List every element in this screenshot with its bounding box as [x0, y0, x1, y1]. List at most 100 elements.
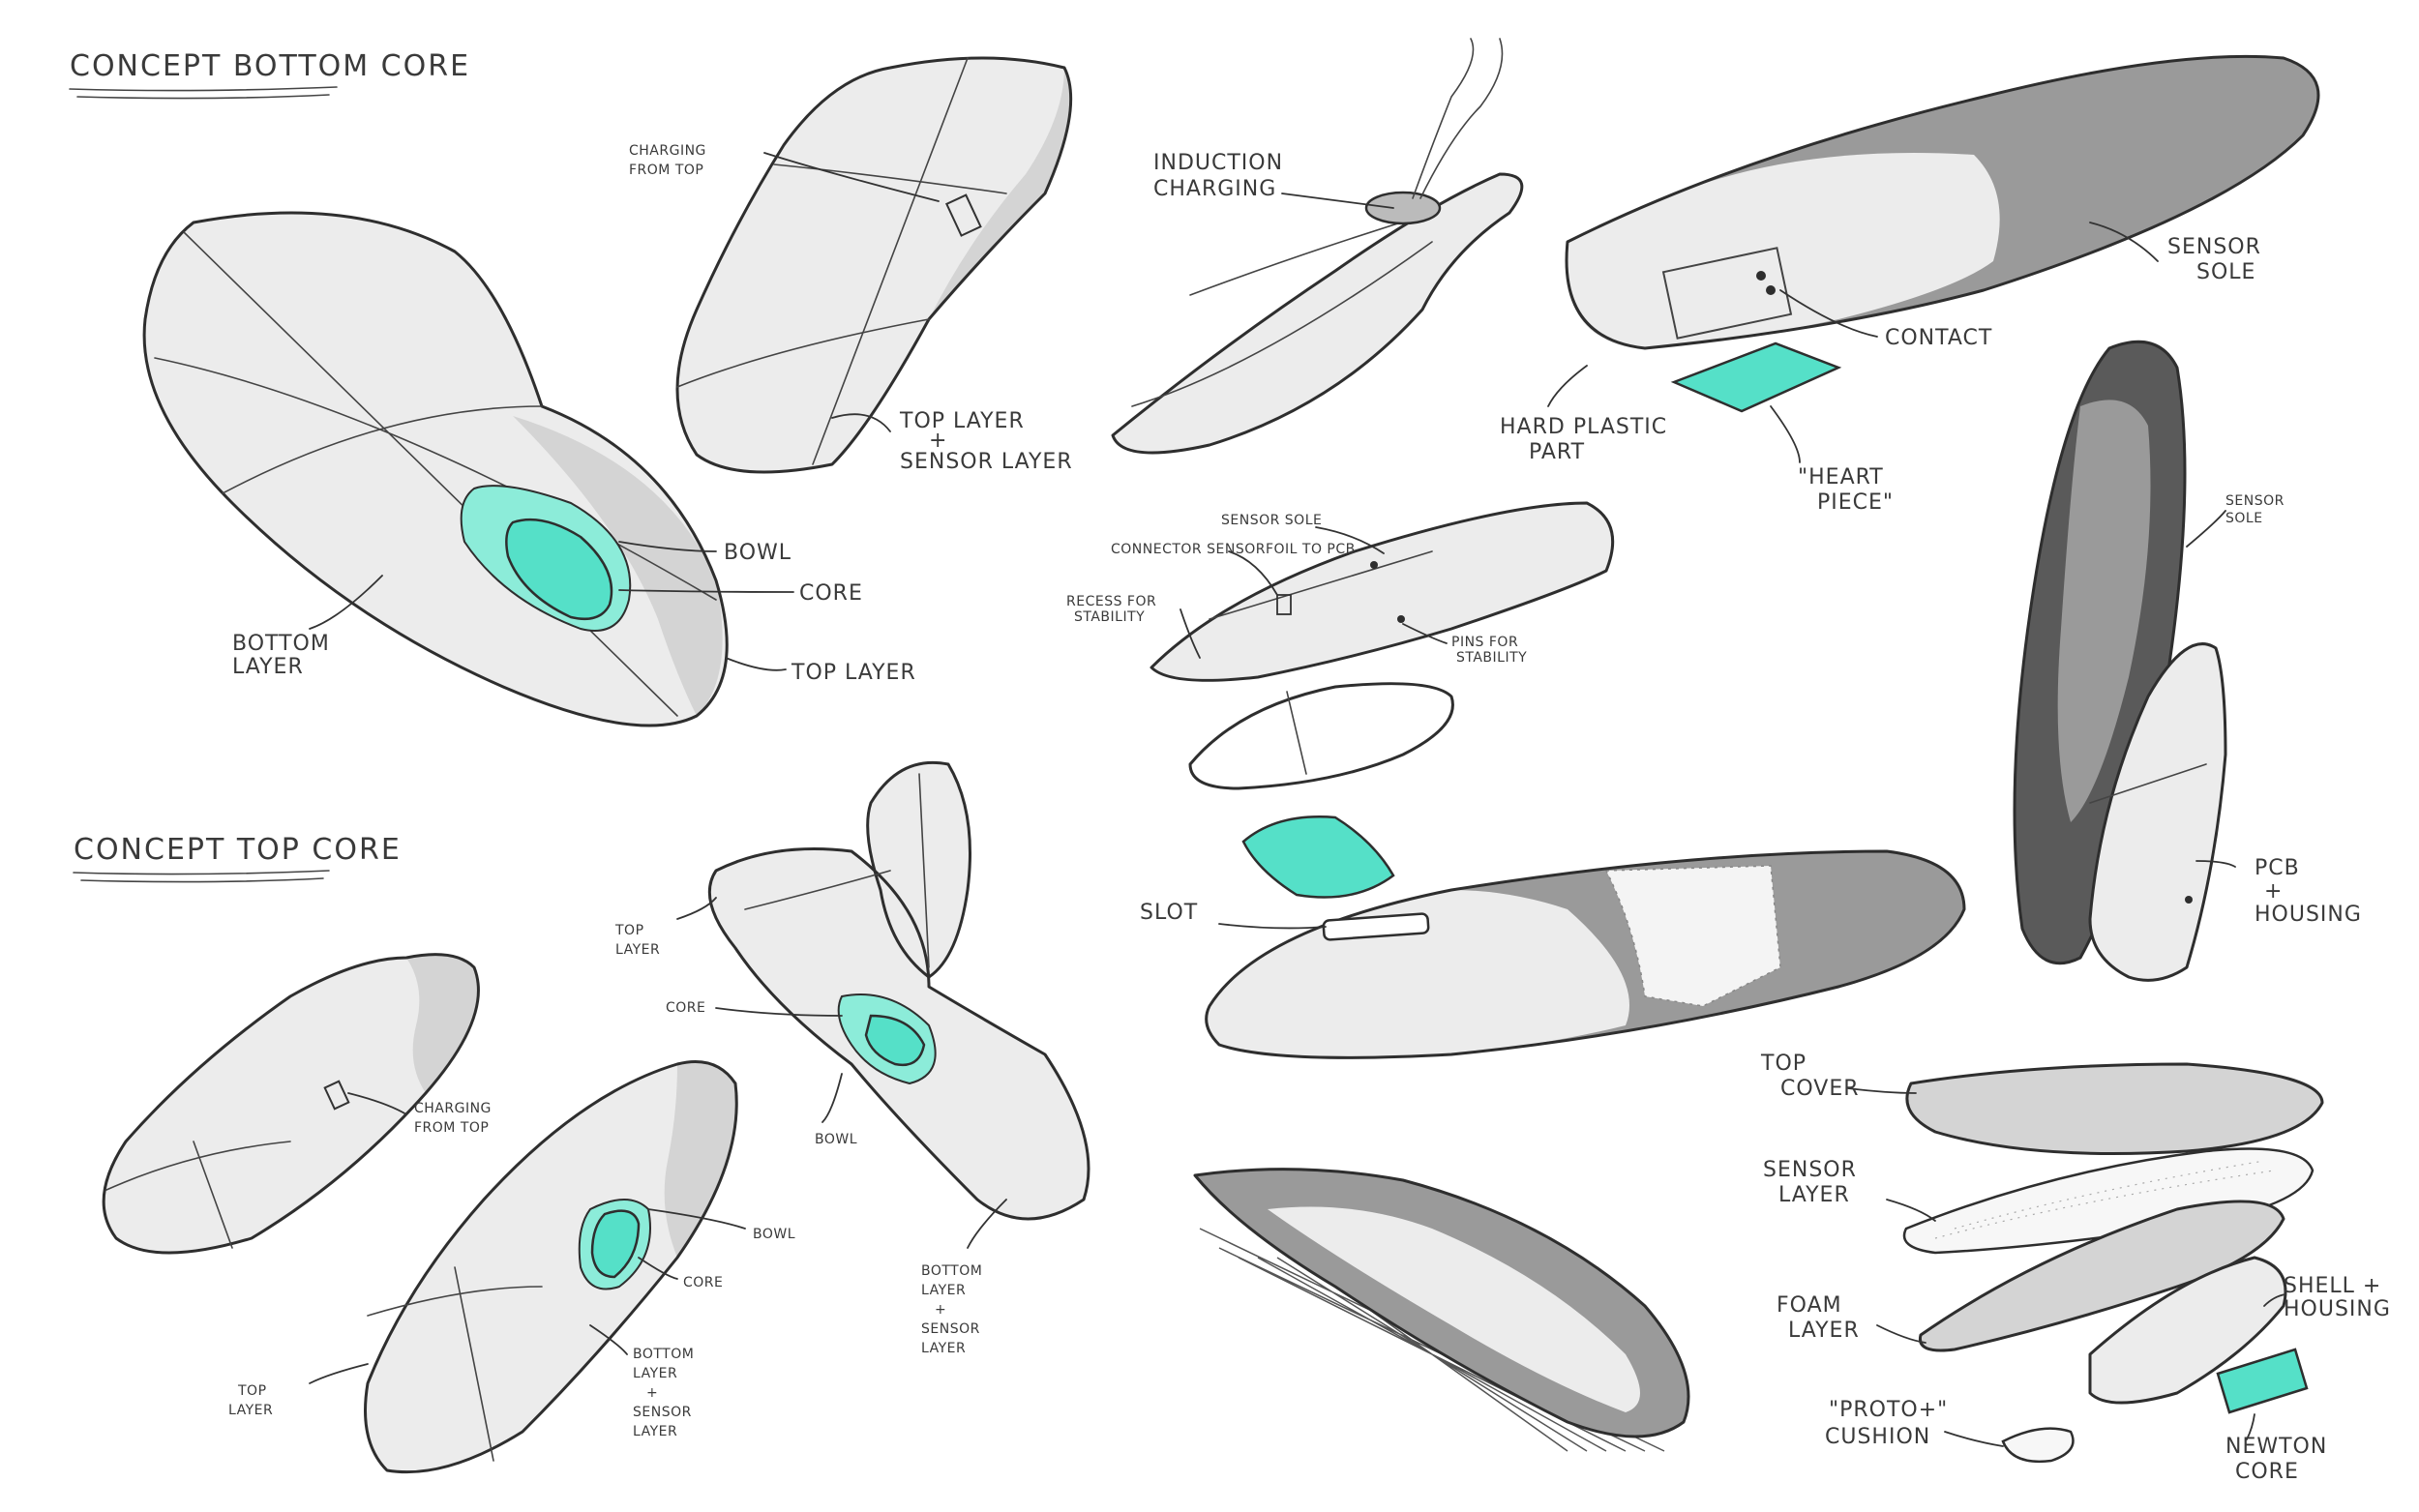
svg-text:SENSOR: SENSOR [1763, 1158, 1857, 1182]
label-top-layer-2: TOP LAYER [614, 923, 660, 958]
svg-text:LAYER: LAYER [633, 1424, 677, 1439]
svg-text:BOTTOM: BOTTOM [633, 1347, 694, 1362]
svg-text:HOUSING: HOUSING [2255, 903, 2362, 927]
slot-insole-sketch [1205, 815, 1966, 1059]
exploded-small-insole-sketch [1150, 501, 1615, 790]
label-induction-charging: INDUCTION CHARGING [1153, 151, 1282, 201]
svg-text:HOUSING: HOUSING [2284, 1297, 2391, 1321]
label-top-layer-sensor-layer: TOP LAYER + SENSOR LAYER [899, 409, 1073, 474]
svg-text:FOAM: FOAM [1777, 1293, 1842, 1318]
svg-text:SENSOR LAYER: SENSOR LAYER [900, 450, 1073, 474]
insole-top-core-sketch [364, 1060, 738, 1474]
label-sensor-sole-1: SENSOR SOLE [2167, 235, 2261, 284]
label-proto-cushion: "PROTO+" CUSHION [1825, 1398, 1948, 1449]
svg-text:SOLE: SOLE [2196, 260, 2255, 284]
label-slot: SLOT [1140, 901, 1198, 925]
svg-text:BOTTOM: BOTTOM [921, 1263, 982, 1279]
label-bottom-sensor-layer-2: BOTTOM LAYER + SENSOR LAYER [921, 1263, 982, 1356]
svg-text:COVER: COVER [1780, 1077, 1860, 1101]
svg-text:STABILITY: STABILITY [1074, 609, 1145, 625]
svg-text:LAYER: LAYER [633, 1366, 677, 1381]
opened-layered-insole-sketch [707, 760, 1090, 1221]
label-top-layer-1: TOP LAYER [791, 661, 916, 685]
label-hard-plastic-part: HARD PLASTIC PART [1500, 415, 1667, 464]
svg-text:+: + [929, 429, 947, 453]
label-bowl-1: BOWL [724, 541, 791, 565]
insole-bottom-core-sketch [142, 211, 729, 727]
svg-text:HARD PLASTIC: HARD PLASTIC [1500, 415, 1667, 439]
insole-top-core-small-sketch [102, 953, 480, 1255]
label-bowl-3: BOWL [753, 1227, 795, 1242]
svg-text:SOLE: SOLE [2225, 511, 2263, 526]
svg-text:PART: PART [1529, 440, 1585, 464]
insole-top-layer-sketch [675, 56, 1073, 474]
svg-text:CHARGING: CHARGING [629, 143, 706, 159]
label-charging-from-top-1: CHARGING FROM TOP [629, 143, 706, 178]
svg-text:+: + [935, 1302, 946, 1318]
label-top-cover: TOP COVER [1760, 1052, 1860, 1101]
svg-text:TOP LAYER: TOP LAYER [899, 409, 1025, 433]
svg-text:FROM TOP: FROM TOP [629, 163, 703, 178]
svg-text:CONCEPT BOTTOM CORE: CONCEPT BOTTOM CORE [70, 49, 470, 83]
heading-concept-bottom-core: CONCEPT BOTTOM CORE [69, 49, 470, 100]
label-pcb-housing: PCB + HOUSING [2255, 856, 2362, 927]
svg-text:TOP: TOP [1760, 1052, 1807, 1076]
svg-text:CUSHION: CUSHION [1825, 1425, 1930, 1449]
exploded-layer-stack-sketch [1902, 1062, 2324, 1464]
label-sensor-sole-3: SENSOR SOLE [2225, 493, 2285, 526]
svg-text:CORE: CORE [2235, 1460, 2299, 1484]
label-shell-housing: SHELL + HOUSING [2284, 1274, 2391, 1321]
svg-text:LAYER: LAYER [921, 1283, 966, 1298]
svg-text:LAYER: LAYER [228, 1403, 273, 1418]
label-bottom-layer-1: BOTTOM LAYER [232, 632, 330, 679]
svg-text:SHELL +: SHELL + [2284, 1274, 2381, 1298]
label-sensor-layer: SENSOR LAYER [1763, 1158, 1857, 1207]
label-bottom-sensor-layer-3: BOTTOM LAYER + SENSOR LAYER [633, 1347, 694, 1439]
label-connector: CONNECTOR SENSORFOIL TO PCB [1111, 542, 1356, 557]
svg-text:PINS FOR: PINS FOR [1451, 635, 1518, 650]
svg-text:PCB: PCB [2255, 856, 2300, 880]
svg-text:BOTTOM: BOTTOM [232, 632, 330, 656]
svg-text:FROM TOP: FROM TOP [414, 1120, 489, 1136]
label-sensor-sole-2: SENSOR SOLE [1221, 513, 1322, 528]
svg-text:SENSOR: SENSOR [633, 1405, 692, 1420]
induction-charging-sketch [1111, 38, 1524, 455]
svg-text:LAYER: LAYER [1778, 1183, 1850, 1207]
label-core-3: CORE [683, 1275, 723, 1290]
svg-text:TOP: TOP [614, 923, 644, 938]
label-core-1: CORE [799, 581, 863, 606]
heading-concept-top-core: CONCEPT TOP CORE [73, 833, 402, 883]
label-bowl-2: BOWL [815, 1132, 857, 1147]
label-top-layer-3: TOP LAYER [228, 1383, 273, 1418]
svg-text:"HEART: "HEART [1798, 465, 1884, 489]
label-foam-layer: FOAM LAYER [1777, 1293, 1860, 1343]
label-pins-for-stability: PINS FOR STABILITY [1451, 635, 1527, 666]
svg-text:CHARGING: CHARGING [1153, 177, 1276, 201]
sensor-sole-sketch [1565, 54, 2320, 413]
svg-text:RECESS FOR: RECESS FOR [1066, 594, 1156, 609]
label-core-2: CORE [666, 1000, 705, 1016]
svg-text:PIECE": PIECE" [1817, 490, 1894, 515]
svg-text:+: + [646, 1385, 658, 1401]
svg-text:LAYER: LAYER [615, 942, 660, 958]
svg-text:CHARGING: CHARGING [414, 1101, 492, 1116]
svg-text:SENSOR: SENSOR [2167, 235, 2261, 259]
svg-text:SENSOR: SENSOR [2225, 493, 2285, 509]
svg-text:+: + [2264, 879, 2283, 904]
svg-text:SENSOR: SENSOR [921, 1321, 980, 1337]
svg-text:TOP: TOP [237, 1383, 267, 1399]
label-heart-piece: "HEART PIECE" [1798, 465, 1894, 515]
svg-text:STABILITY: STABILITY [1456, 650, 1527, 666]
label-newton-core: NEWTON CORE [2225, 1435, 2327, 1484]
svg-text:LAYER: LAYER [232, 655, 304, 679]
svg-text:LAYER: LAYER [921, 1341, 966, 1356]
svg-text:NEWTON: NEWTON [2225, 1435, 2327, 1459]
label-recess-for-stability: RECESS FOR STABILITY [1066, 594, 1156, 625]
standing-sensor-sole-sketch [2013, 340, 2227, 982]
shaded-sole-sketch [1193, 1168, 1690, 1452]
label-charging-from-top-2: CHARGING FROM TOP [414, 1101, 492, 1136]
svg-text:CONCEPT TOP CORE: CONCEPT TOP CORE [74, 833, 402, 867]
svg-text:LAYER: LAYER [1788, 1319, 1860, 1343]
svg-text:"PROTO+": "PROTO+" [1829, 1398, 1948, 1422]
